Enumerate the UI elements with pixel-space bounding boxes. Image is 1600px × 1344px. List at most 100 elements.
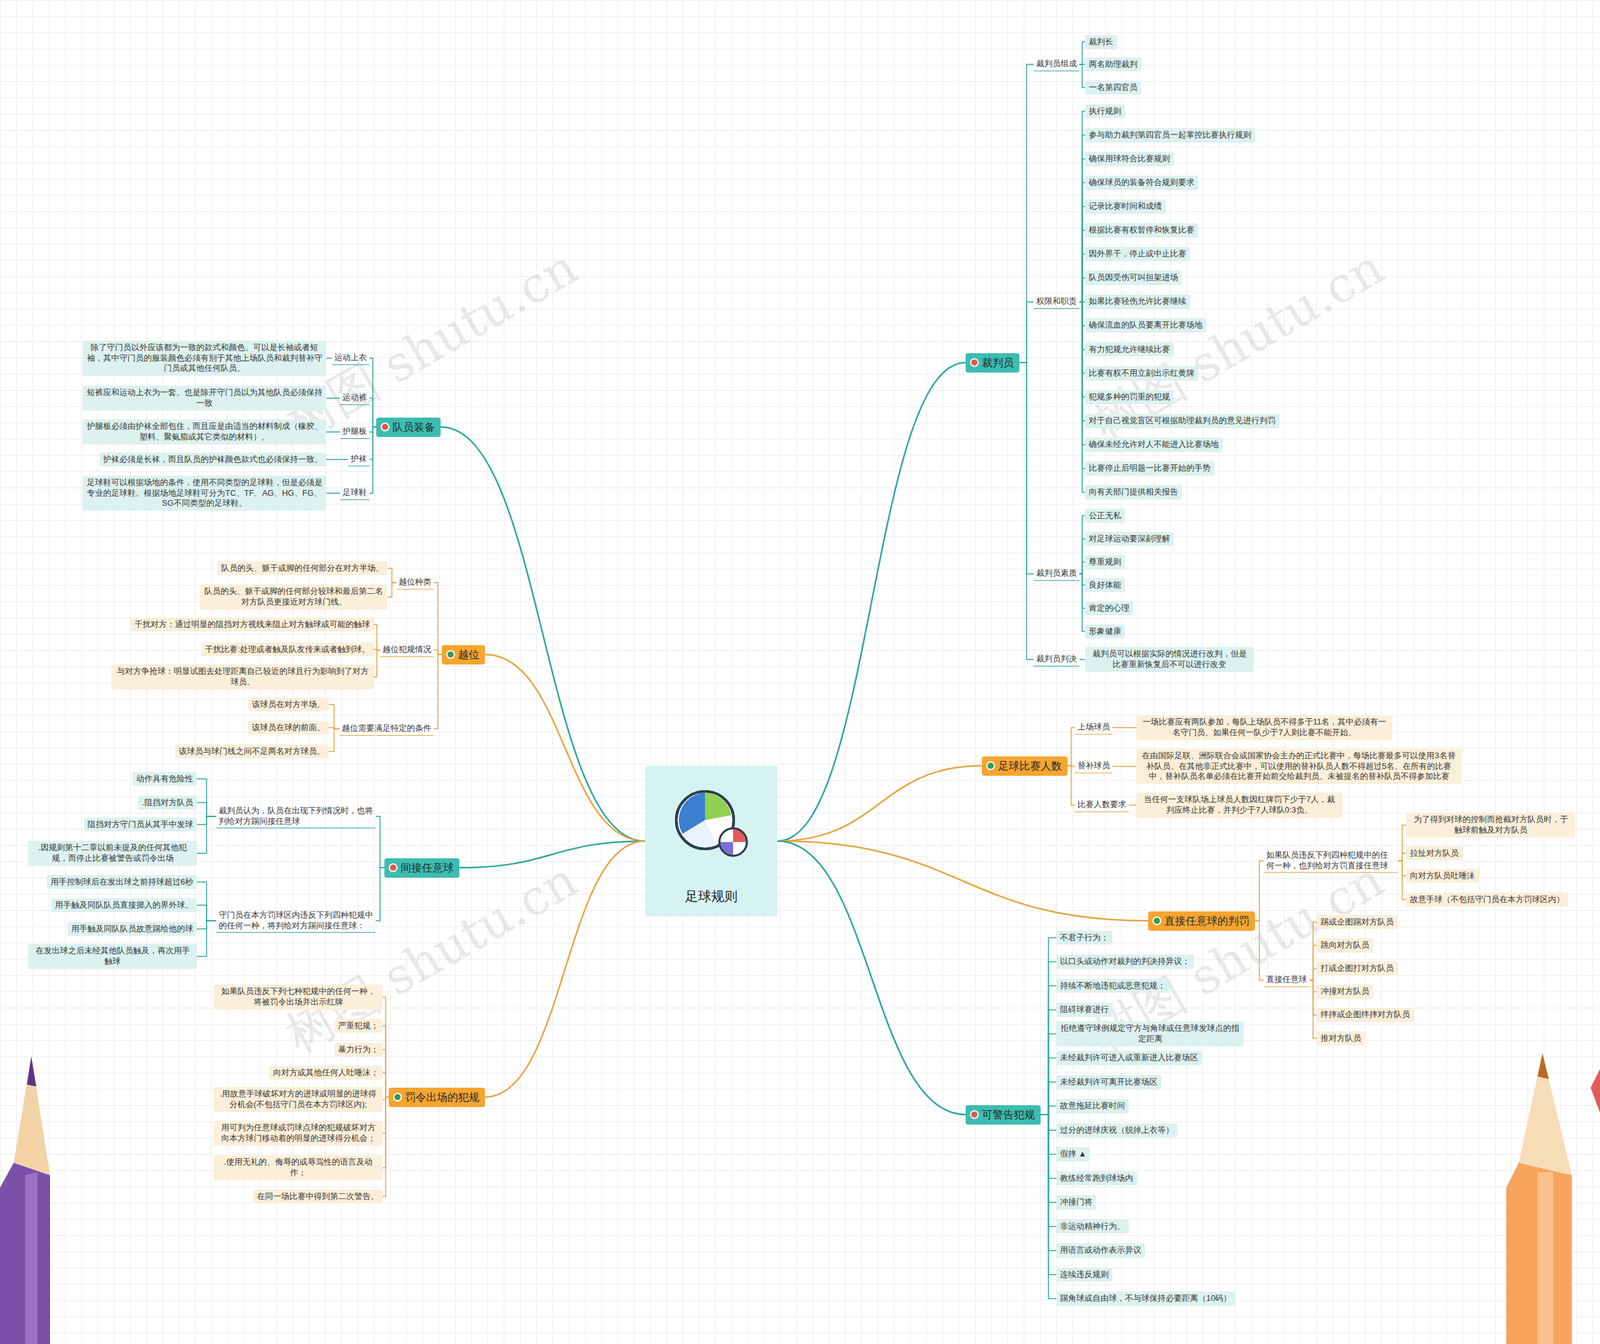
leaf-topic: 用可判为任意球或罚球点球的犯规破坏对方向本方球门移动着的明显的进球得分机会；	[213, 1120, 383, 1146]
connector	[387, 568, 397, 583]
topic-text: 肯定的心理	[1088, 603, 1130, 614]
topic-text: 在同一场比赛中得到第二次警告。	[256, 1191, 379, 1202]
leaf-topic: 除了守门员以外应该都为一致的款式和颜色。可以是长袖或者短袖，其中守门员的服装颜色…	[82, 340, 327, 377]
connector	[1040, 1009, 1057, 1115]
connector	[1079, 182, 1085, 302]
topic-text: 有力犯规允许继续比赛	[1088, 344, 1170, 355]
leaf-topic: .用故意手球破坏对方的进球或明显的进球得分机会(不包括守门员在本方罚球区内);	[213, 1086, 383, 1112]
topic-text: 暴力行为；	[338, 1044, 379, 1055]
connector	[382, 1072, 389, 1097]
topic-text: 假摔 ▲	[1060, 1148, 1087, 1160]
subtopic: 守门员在本方罚球区内违反下列四种犯规中的任何一种，将判给对方踢间接任意球：	[216, 908, 376, 934]
connector	[382, 996, 389, 1097]
leaf-topic: 确保用球符合比赛规则	[1085, 151, 1174, 167]
leaf-topic: 假摔 ▲	[1056, 1146, 1090, 1162]
leaf-topic: 严重犯规；	[334, 1018, 383, 1034]
topic-text: 与对方争抢球：明显试图去处理距离自己较近的球且行为影响到了对方球员。	[115, 666, 370, 688]
subtopic: 裁判员认为，队员在出现下列情况时，也将判给对方踢间接任意球	[216, 804, 376, 829]
topic-text: 该球员在球的前面。	[251, 722, 325, 734]
connector	[1079, 573, 1085, 632]
connector	[1079, 658, 1085, 660]
topic-text: 运动上衣	[334, 352, 367, 364]
topic-text: 比赛有权不用立刻出示红黄牌	[1088, 368, 1195, 379]
leaf-topic: 用语言或动作表示异议	[1056, 1243, 1145, 1258]
topic-text: 裁判员判决	[1036, 653, 1077, 665]
connector	[1079, 206, 1085, 302]
leaf-topic: 未经裁判许可离开比赛场区	[1056, 1075, 1162, 1090]
leaf-topic: 拉扯对方队员	[1406, 846, 1463, 861]
connector	[1398, 860, 1407, 900]
topic-text: 越位犯规情况	[382, 644, 432, 655]
subtopic: 替补球员	[1075, 759, 1113, 774]
pencil-left	[0, 1056, 50, 1344]
topic-text: 冲撞门将	[1060, 1196, 1093, 1208]
connector	[373, 650, 380, 677]
leaf-topic: 有力犯规允许继续比赛	[1085, 342, 1174, 357]
connector	[1309, 921, 1317, 980]
leaf-topic: 动作具有危险性	[132, 771, 197, 787]
leaf-topic: 干扰对方：通过明显的阻挡对方视线来阻止对方触球或可能的触球	[130, 617, 374, 632]
connector	[1309, 945, 1317, 980]
connector	[369, 426, 377, 494]
topic-text: 绊摔或企图绊摔对方队员	[1320, 1009, 1410, 1020]
connector	[326, 431, 340, 433]
leaf-topic: 该球员在对方半场。	[248, 697, 329, 712]
connector	[1398, 825, 1407, 861]
connector	[777, 362, 966, 842]
connector	[1019, 362, 1034, 660]
leaf-topic: 公正无私	[1085, 508, 1125, 524]
leaf-topic: 对足球运动要深刻理解	[1085, 531, 1174, 547]
topic-text: 干扰比赛:处理或者触及队友传来或者触到球。	[205, 644, 370, 655]
topic-text: 用手控制球后在发出球之前持球超过6秒	[50, 876, 194, 888]
topic-text: 良好体能	[1088, 580, 1122, 591]
leaf-topic: 推对方队员	[1316, 1031, 1365, 1046]
topic-text: 守门员在本方罚球区内违反下列四种犯规中的任何一种，将判给对方踢间接任意球：	[218, 910, 374, 932]
topic-text: 公正无私	[1088, 510, 1122, 522]
topic-text: 尊重规则	[1088, 556, 1122, 568]
connector	[196, 920, 217, 957]
connector	[1079, 301, 1085, 493]
topic-text: 对于自己视觉盲区可根据助理裁判员的意见进行判罚	[1088, 415, 1276, 427]
leaf-topic: 犯规多种的罚重的犯规	[1085, 390, 1174, 405]
topic-text: 踢或企图踢对方队员	[1320, 916, 1394, 928]
topic-text: 未经裁判许可离开比赛场区	[1060, 1076, 1158, 1088]
topic-text: 拉扯对方队员	[1410, 848, 1459, 859]
leaf-topic: 形象健康	[1085, 624, 1125, 639]
leaf-topic: 如果比赛轻伤允许比赛继续	[1085, 294, 1190, 309]
topic-text: 形象健康	[1088, 626, 1122, 637]
topic-text: .使用无礼的、侮辱的或辱骂性的语言及动作；	[217, 1156, 379, 1179]
topic-text: 向有关部门提供相关报告	[1088, 486, 1179, 498]
topic-text: .因规则第十二章以前未提及的任何其他犯规，而停止比赛被警告或罚令出场	[31, 842, 194, 864]
subtopic: 上场球员	[1075, 720, 1113, 735]
connector	[1040, 1057, 1057, 1115]
subtopic: 护腿板	[340, 425, 370, 439]
topic-text: 不君子行为；	[1060, 932, 1109, 944]
connector	[1079, 561, 1085, 574]
leaf-topic: 拒绝遵守球例规定守方与角球或任意球发球点的指定距离	[1056, 1021, 1244, 1047]
connector	[1019, 301, 1034, 363]
branch-topic: 越位	[441, 645, 485, 665]
topic-text: 故意手球（不包括守门员在本方罚球区内）	[1410, 894, 1565, 905]
connector	[1079, 135, 1085, 302]
topic-text: 拒绝遵守球例规定守方与角球或任意球发球点的指定距离	[1060, 1023, 1240, 1045]
subtopic: 足球鞋	[340, 486, 370, 500]
branch-topic: 可警告犯规	[965, 1105, 1041, 1125]
topic-text: 护袜	[350, 453, 367, 465]
topic-text: 对足球运动要深刻理解	[1088, 533, 1170, 545]
topic-text: 越位	[458, 647, 480, 662]
connector	[328, 704, 340, 729]
leaf-topic: 连续违反规则	[1056, 1267, 1113, 1282]
connector	[1079, 64, 1085, 88]
topic-text: 用可判为任意球或罚球点球的犯规破坏对方向本方球门移动着的明显的进球得分机会；	[217, 1122, 379, 1144]
leaf-topic: 踢角球或自由球，不与球保持必要距离（10码）	[1056, 1291, 1235, 1306]
connector	[1040, 1114, 1057, 1299]
connector	[326, 397, 340, 399]
leaf-topic: .因规则第十二章以前未提及的任何其他犯规，而停止比赛被警告或罚令出场	[28, 840, 197, 866]
leaf-topic: .阻挡对方队员	[138, 795, 197, 810]
branch-topic: 罚令出场的犯规	[388, 1087, 485, 1107]
topic-text: 直接任意球的判罚	[1164, 913, 1250, 929]
connector	[382, 1096, 389, 1197]
topic-text: 罚令出场的犯规	[405, 1090, 480, 1105]
topic-text: 比赛停止后明题一比赛开始的手势	[1088, 463, 1211, 474]
subtopic: 越位种类	[396, 575, 434, 590]
